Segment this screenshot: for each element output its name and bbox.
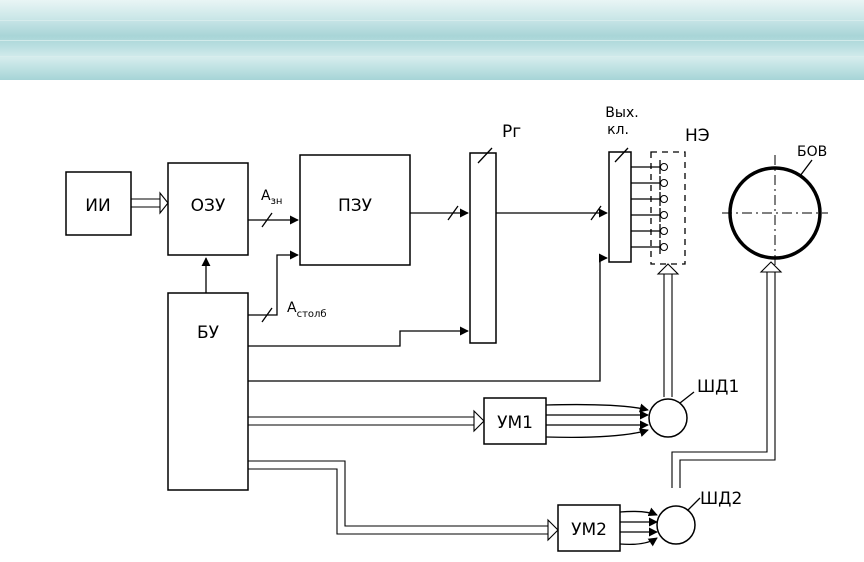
block-shd1: ШД1 — [648, 377, 739, 438]
block-shd2-label: ШД2 — [700, 489, 742, 509]
connector-pzu-rg — [410, 205, 469, 221]
connector-bu-um2 — [248, 460, 559, 542]
block-ii-label: ИИ — [85, 196, 110, 216]
block-um2-label: УМ2 — [571, 520, 607, 540]
block-ozu-label: ОЗУ — [191, 196, 226, 216]
connector-bu-um1 — [248, 409, 485, 433]
connector-bu-rg — [248, 326, 469, 347]
block-um1: УМ1 — [483, 397, 547, 445]
block-pzu-label: ПЗУ — [338, 196, 373, 216]
connector-um1-shd1 — [545, 403, 649, 439]
connector-um2-shd2 — [619, 507, 658, 547]
connector-bu-outkeys — [248, 253, 608, 382]
block-shd1-label: ШД1 — [697, 377, 739, 397]
block-ozu: ОЗУ — [167, 162, 249, 256]
block-rg: Рг — [469, 122, 521, 344]
block-ii: ИИ — [65, 171, 132, 236]
output-keys-label-line2: кл. — [607, 122, 629, 138]
block-bu: БУ — [167, 292, 249, 491]
connector-ii-ozu — [131, 191, 169, 215]
block-shd2: ШД2 — [656, 489, 742, 545]
block-bu-label: БУ — [197, 323, 220, 343]
header-band — [0, 0, 864, 80]
block-pzu: ПЗУ — [299, 154, 411, 266]
output-keys-label-line1: Вых. — [605, 105, 638, 121]
block-output-keys: Вых. кл. — [605, 105, 639, 263]
signal-a-zn: Азн — [261, 188, 282, 207]
connector-bu-pzu — [248, 250, 299, 323]
connector-ozu-pzu — [248, 212, 299, 228]
block-ne-label: НЭ — [685, 126, 710, 146]
block-bov-label: БОВ — [797, 144, 827, 160]
block-rg-label: Рг — [502, 122, 521, 142]
ne-switches — [631, 160, 668, 254]
connector-shd1-ne — [656, 263, 680, 397]
connector-rg-outkeys — [496, 205, 608, 221]
block-um1-label: УМ1 — [497, 413, 533, 433]
connector-shd2-bov — [671, 261, 783, 488]
signal-a-stolb: Астолб — [287, 300, 327, 320]
block-bov: БОВ — [722, 144, 828, 268]
block-um2: УМ2 — [557, 504, 621, 552]
block-ne: НЭ — [631, 126, 710, 265]
